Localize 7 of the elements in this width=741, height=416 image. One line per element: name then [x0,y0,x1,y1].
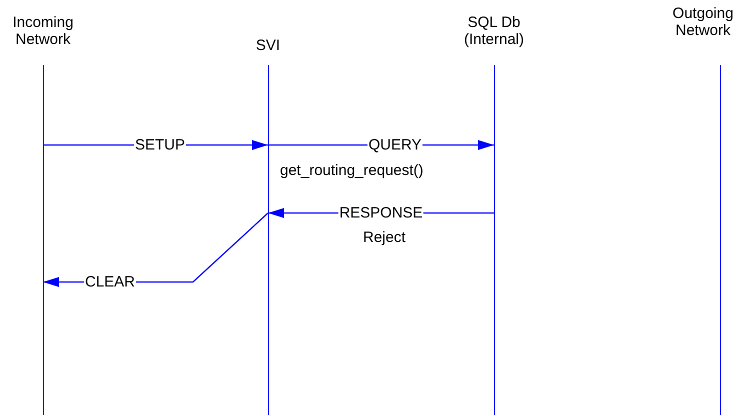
lifeline-header: Incoming Network [12,14,74,48]
lifeline-header: SVI [254,37,282,54]
lifeline-header: SQL Db (Internal) [462,14,526,48]
note-text: get_routing_request() [280,162,424,179]
message-label: QUERY [367,136,423,154]
note-text: Reject [363,229,406,246]
lifeline-header: Outgoing Network [672,5,734,39]
